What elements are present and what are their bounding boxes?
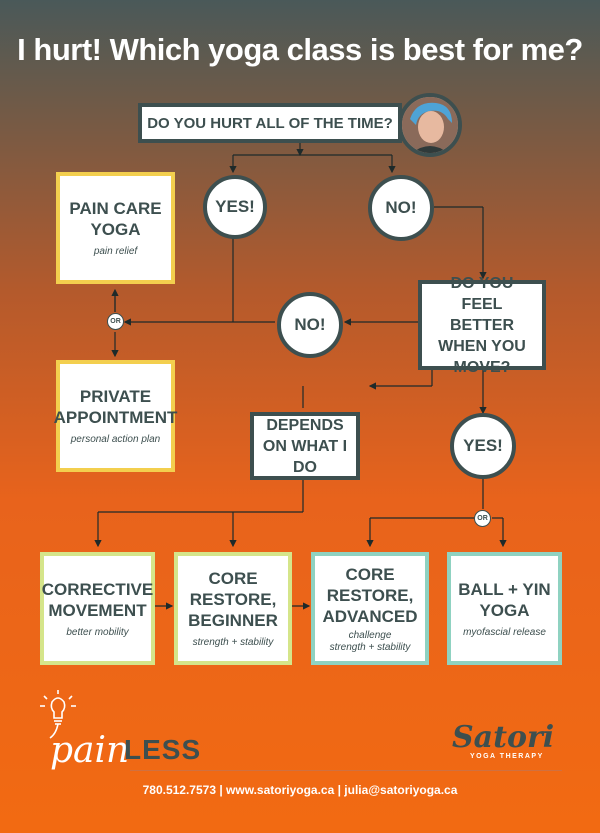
class-ball-yin-yoga: BALL + YIN YOGA myofascial release	[447, 552, 562, 665]
answer-yes-circle: YES!	[203, 175, 267, 239]
brand-name: Satori	[452, 720, 555, 755]
class-benefit: strength + stability	[192, 637, 274, 648]
class-private-appointment: PRIVATE APPOINTMENT personal action plan	[54, 360, 177, 472]
question-hurt-all-time: DO YOU HURT ALL OF THE TIME?	[138, 103, 402, 143]
answer-no-circle: NO!	[277, 292, 343, 358]
contact-info: 780.512.7573 | www.satoriyoga.ca | julia…	[142, 783, 458, 797]
class-core-restore-beginner: CORE RESTORE, BEGINNER strength + stabil…	[174, 552, 292, 665]
class-name: BALL + YIN YOGA	[458, 579, 551, 620]
brand-subtitle: YOGA THERAPY	[470, 753, 544, 760]
class-name: PRIVATE APPOINTMENT	[53, 387, 178, 427]
class-corrective-movement: CORRECTIVE MOVEMENT better mobility	[40, 552, 155, 665]
question-label: DEPENDS ON WHAT I DO	[262, 416, 348, 476]
class-benefit: strength + stability	[329, 641, 411, 653]
satori-logo: Satori YOGA THERAPY	[452, 720, 554, 760]
answer-yes-circle: YES!	[450, 413, 516, 479]
class-name: CORRECTIVE MOVEMENT	[41, 579, 154, 620]
class-benefit: myofascial release	[463, 626, 546, 638]
class-benefit: better mobility	[66, 626, 129, 638]
class-name: CORE RESTORE, BEGINNER	[188, 569, 278, 630]
class-benefit: challenge	[348, 629, 392, 641]
class-name: CORE RESTORE, ADVANCED	[322, 564, 418, 626]
avatar-photo	[398, 93, 462, 157]
question-depends: DEPENDS ON WHAT I DO	[250, 412, 360, 480]
question-label: DO YOU HURT ALL OF THE TIME?	[147, 114, 393, 132]
class-name: PAIN CARE YOGA	[69, 199, 162, 239]
question-label: DO YOU FEEL BETTER WHEN YOU MOVE?	[438, 274, 526, 376]
logo-less-word: LESS	[124, 734, 202, 765]
question-feel-better-move: DO YOU FEEL BETTER WHEN YOU MOVE?	[418, 275, 546, 376]
class-pain-care-yoga: PAIN CARE YOGA pain relief	[56, 172, 175, 284]
footer-divider	[130, 770, 562, 771]
logo-pain-word: pain	[50, 730, 130, 771]
class-benefit: pain relief	[93, 246, 138, 257]
or-badge: OR	[474, 510, 491, 527]
page-title: I hurt! Which yoga class is best for me?	[17, 32, 583, 67]
or-badge: OR	[107, 313, 124, 330]
class-benefit: personal action plan	[70, 434, 161, 445]
answer-no-circle: NO!	[368, 175, 434, 241]
class-core-restore-advanced: CORE RESTORE, ADVANCED challenge strengt…	[311, 552, 429, 665]
lightbulb-icon	[40, 690, 76, 739]
